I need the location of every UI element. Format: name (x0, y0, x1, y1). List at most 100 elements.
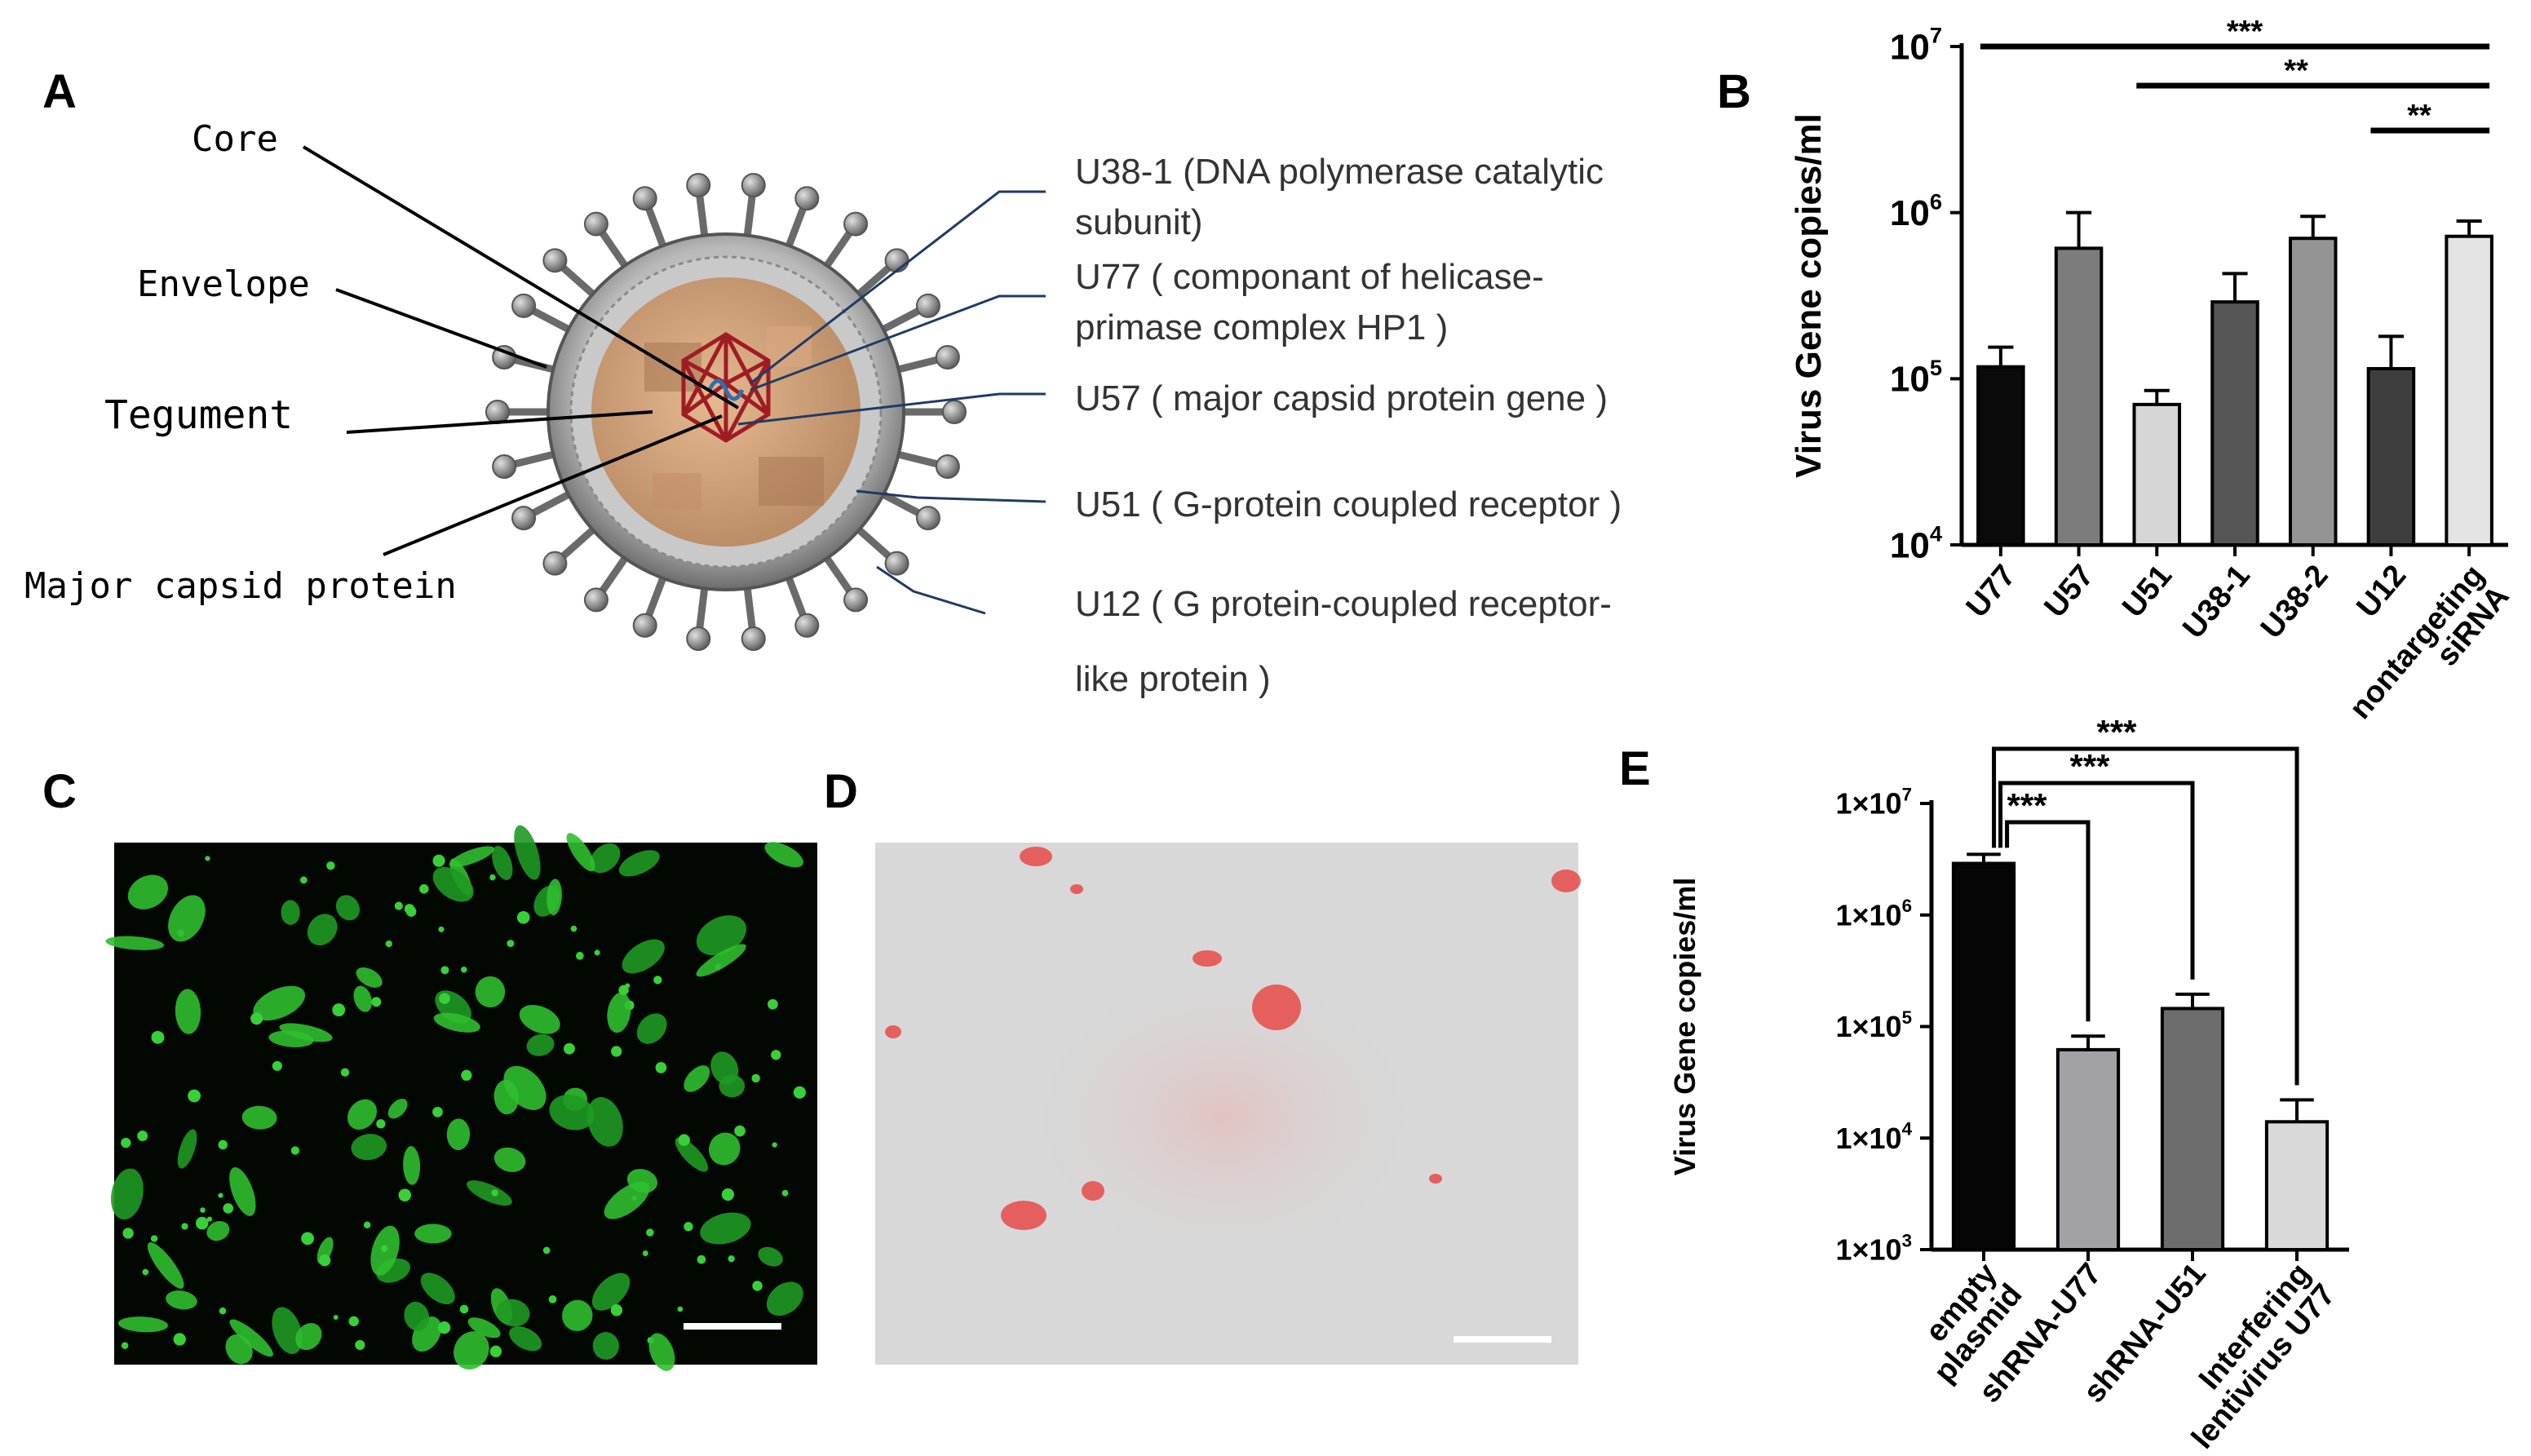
cell (318, 1255, 331, 1267)
spike-knob (686, 173, 711, 198)
cell (594, 949, 600, 956)
cell (709, 1132, 741, 1166)
b-bar (2445, 234, 2493, 547)
panel-c: C (42, 765, 817, 1371)
b-x-tick-label: U51 (2116, 559, 2179, 624)
cell (398, 1188, 412, 1202)
spike-knob (884, 551, 909, 576)
panel-d: D (824, 765, 1581, 1365)
cell (272, 1307, 303, 1355)
e-significance-bracket (1998, 781, 2195, 980)
cell (301, 1232, 314, 1246)
cell (489, 1345, 502, 1357)
e-bar (2055, 1047, 2121, 1251)
e-significance-label: *** (2096, 713, 2137, 751)
cell (509, 1326, 542, 1352)
e-significance-label: *** (2069, 747, 2110, 786)
cell (503, 1065, 546, 1110)
cell (618, 985, 629, 996)
spike-knob (686, 626, 711, 651)
cell (642, 1250, 648, 1257)
cell (622, 939, 665, 974)
cell (404, 904, 415, 914)
cell (1551, 870, 1581, 892)
spike-knob (843, 211, 869, 237)
cell (719, 1074, 746, 1098)
cell (205, 856, 210, 861)
spike-knob (542, 248, 568, 273)
cell (206, 1216, 213, 1222)
e-y-tick-label: 1×106 (1835, 896, 1912, 932)
cell (526, 1033, 555, 1056)
cell (781, 1189, 789, 1197)
virus-illustration (485, 173, 967, 651)
cell (446, 1118, 471, 1151)
spike-knob (632, 186, 657, 211)
b-bar (2366, 366, 2416, 547)
cell (564, 1042, 575, 1055)
cell (122, 1228, 134, 1239)
gene-label-line: subunit) (1075, 202, 1203, 242)
cell (272, 1060, 282, 1071)
cell (734, 1125, 746, 1137)
spike-knob (935, 454, 960, 480)
panel-a: A (24, 65, 1622, 699)
dna-icon (707, 378, 745, 401)
cell (333, 1314, 338, 1320)
cell (437, 1321, 451, 1334)
gene-label-line: U38-1 (DNA polymerase catalytic (1075, 152, 1604, 192)
fluorescence-image-green (114, 843, 817, 1365)
cell (590, 843, 621, 874)
e-significance-label: *** (2007, 786, 2047, 825)
cell (1192, 950, 1222, 967)
cell (394, 901, 403, 910)
cell (173, 1333, 186, 1346)
b-bar (2210, 300, 2259, 547)
cell (117, 1317, 169, 1333)
cell (678, 1134, 690, 1146)
spike-knob (741, 626, 766, 651)
b-y-tick-label: 106 (1890, 188, 1942, 233)
cell (461, 1069, 472, 1081)
cell (697, 1255, 706, 1264)
cell (610, 1304, 623, 1317)
cell (1001, 1201, 1046, 1230)
cell (459, 1304, 469, 1314)
cell (356, 967, 383, 988)
panel-letter-d: D (824, 765, 858, 818)
cell (1020, 847, 1052, 866)
cell (507, 940, 515, 948)
cell (166, 1290, 197, 1310)
cell (218, 1140, 228, 1150)
b-bar (2288, 237, 2338, 547)
cell (121, 1137, 131, 1148)
gene-labels: U38-1 (DNA polymerase catalyticsubunit)U… (1075, 152, 1622, 699)
cell (607, 992, 631, 1033)
cell (439, 993, 450, 1004)
b-x-tick-label: U38-1 (2176, 559, 2257, 645)
cell (496, 1299, 530, 1327)
b-y-tick-label: 107 (1890, 23, 1942, 68)
spike-knob (884, 248, 909, 273)
cell (684, 1222, 693, 1232)
cell (326, 861, 335, 870)
cell (440, 966, 449, 975)
cell (793, 1086, 806, 1099)
right-leader-lines (737, 190, 1046, 615)
cell (489, 874, 496, 881)
cell (279, 1023, 333, 1042)
panel-letter-c: C (42, 765, 77, 818)
spike-knob (915, 293, 940, 318)
cell (449, 846, 494, 868)
cell (696, 944, 746, 977)
cell (751, 1073, 760, 1083)
cell (281, 900, 300, 925)
cell (168, 895, 206, 942)
cell (127, 874, 168, 909)
cell (592, 1332, 619, 1360)
cell (385, 940, 392, 948)
spike-knob (741, 173, 766, 198)
